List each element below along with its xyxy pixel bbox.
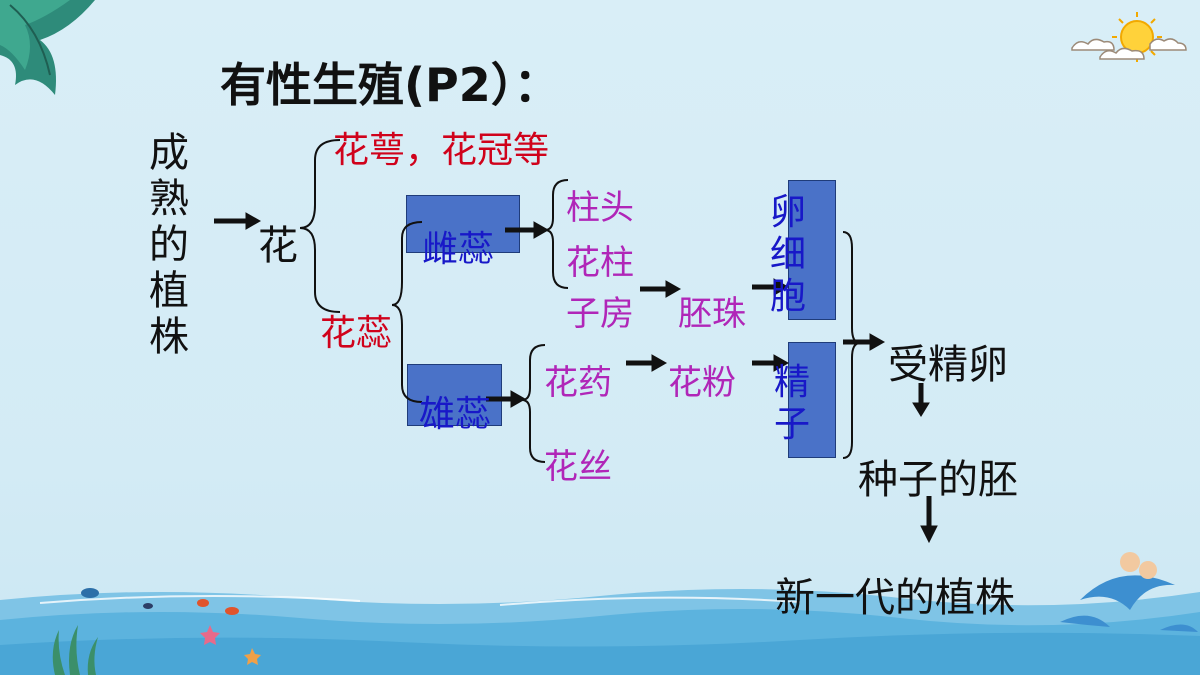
pistil-box (406, 195, 520, 253)
arrow-icon (752, 278, 790, 296)
filament-label: 花丝 (544, 447, 612, 487)
dolphin-icon (1060, 552, 1198, 632)
seed-embryo-label: 种子的胚 (858, 457, 1018, 503)
egg-cell-box (788, 180, 836, 320)
style-label: 花柱 (566, 243, 634, 283)
pollen-label: 花粉 (668, 363, 736, 403)
stamen-label: 雄蕊 (419, 394, 492, 435)
egg-cell-label: 卵细胞 (770, 192, 807, 317)
sepals-petals-label: 花萼，花冠等 (333, 130, 550, 171)
stamen-box (407, 364, 502, 426)
flower-brace (299, 139, 341, 313)
pistil-brace (544, 179, 569, 289)
ovary-label: 子房 (566, 294, 634, 334)
palm-leaf-icon (0, 0, 95, 95)
mature-plant-label: 成熟的植株 (147, 130, 191, 360)
starfish-icon (200, 625, 261, 665)
arrow-icon (505, 221, 550, 239)
stamen-brace (521, 344, 546, 463)
arrow-icon (486, 390, 527, 408)
zygote-label: 受精卵 (888, 342, 1008, 388)
page-title: 有性生殖(P2）： (220, 58, 560, 112)
arrow-icon (920, 496, 938, 544)
seaweed-icon (52, 625, 98, 675)
arrow-icon (214, 212, 262, 230)
fertilization-brace (842, 231, 861, 459)
stamen-pistil-brace (391, 221, 423, 403)
new-plant-label: 新一代的植株 (775, 575, 1015, 621)
arrow-icon (843, 333, 886, 351)
arrow-icon (626, 354, 668, 372)
stamen-pistil-label: 花蕊 (320, 313, 393, 354)
mature-plant-text: 成熟的植株 (149, 130, 189, 360)
sperm-label: 精子 (774, 362, 811, 445)
arrow-icon (912, 383, 930, 417)
anther-label: 花药 (544, 363, 612, 403)
cloud-icon (1071, 38, 1187, 60)
ovule-label: 胚珠 (678, 294, 746, 334)
flower-label: 花 (258, 223, 298, 269)
pistil-label: 雌蕊 (422, 229, 495, 270)
arrows (214, 212, 938, 544)
arrow-icon (752, 354, 790, 372)
stigma-label: 柱头 (566, 188, 634, 228)
sperm-box (788, 342, 836, 458)
fish-icon (81, 588, 239, 615)
sea-decoration (0, 588, 1200, 675)
arrow-icon (640, 280, 682, 298)
